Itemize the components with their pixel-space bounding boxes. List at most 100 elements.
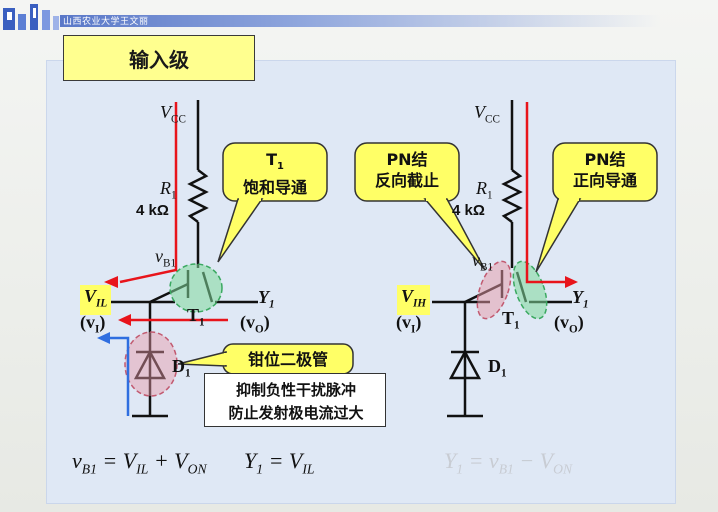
left-vcc-text: V [160, 102, 171, 122]
right-r-label: R1 [476, 178, 493, 202]
right-diode-text: D [488, 356, 501, 376]
right-output-var-label: (vO) [554, 312, 584, 336]
right-diode-sub: 1 [501, 367, 507, 380]
formula-left-e-sub: IL [302, 461, 315, 477]
left-input-text: V [84, 286, 97, 306]
right-output-var-close: ) [577, 312, 584, 332]
left-vb-label: vB1 [155, 246, 176, 270]
callout-forward-line1: PN结 [584, 150, 626, 169]
left-vcc-sub: CC [171, 113, 186, 126]
left-red-current-path [119, 102, 178, 284]
left-vb-text: v [155, 246, 163, 266]
formula-left-a-sub: B1 [81, 461, 97, 477]
right-transistor-text: T [502, 308, 515, 328]
left-r-text: R [160, 178, 171, 198]
left-blue-current-path [108, 336, 130, 416]
formula-left-d-sub: 1 [256, 461, 264, 477]
left-output-label: Y1 [258, 287, 275, 311]
right-forward-junction-highlight [512, 260, 548, 320]
left-input-var-sub: I [95, 323, 100, 336]
left-input-vil-label: VIL [80, 285, 112, 315]
formula-left-c-sub: ON [187, 461, 207, 477]
formula-left-b-sub: IL [136, 461, 149, 477]
callout-forward-text: PN结 正向导通 [553, 149, 657, 191]
left-blue-arrow-head [97, 332, 110, 344]
left-transistor-label: T1 [187, 305, 205, 329]
right-diode-symbol [448, 349, 482, 380]
left-vcc-label: VCC [160, 102, 186, 126]
right-input-text: V [401, 286, 414, 306]
left-diode-label: D1 [172, 356, 191, 380]
left-output-var-label: (vO) [240, 312, 270, 336]
formula-right-b-sub: B1 [498, 461, 514, 477]
callout-t1-shape [217, 142, 328, 263]
callout-reverse-line2: 反向截止 [374, 171, 439, 190]
callout-forward-shape [535, 142, 658, 273]
left-red-arrow-bottom-head [118, 314, 131, 326]
right-vcc-label: VCC [474, 102, 500, 126]
left-output-text: Y [258, 287, 269, 307]
left-input-var-close: ) [99, 312, 106, 332]
callout-t1-sub: 1 [277, 161, 284, 173]
right-vb-sub: B1 [480, 261, 494, 274]
header-school-text: 山西农业大学王文丽 [63, 17, 149, 27]
callout-t1-text: T1 饱和导通 [223, 149, 327, 198]
right-transistor-sub: 1 [514, 319, 520, 332]
right-vb-text: v [472, 250, 480, 270]
left-diode-highlight [124, 331, 178, 397]
right-input-var-label: (vI) [396, 312, 421, 336]
right-output-var-text: (v [554, 312, 569, 332]
callout-reverse-line1: PN结 [386, 150, 428, 169]
left-red-arrow-top [104, 276, 118, 288]
left-diode-symbol [133, 349, 167, 380]
right-output-text: Y [572, 287, 583, 307]
formula-middle: Y1 = VIL [244, 448, 314, 477]
logo-icon [3, 4, 59, 30]
right-red-current-path [525, 102, 566, 284]
callout-forward-line2: 正向导通 [572, 171, 637, 190]
formula-right-b: = v [463, 448, 499, 473]
callout-t1-line1: T1 [223, 149, 327, 177]
right-vcc-sub: CC [485, 113, 500, 126]
right-r-sub: 1 [487, 189, 493, 202]
right-red-arrow-head [565, 276, 578, 288]
callout-t1-t: T [266, 150, 277, 169]
right-input-var-close: ) [415, 312, 422, 332]
header-strip [60, 15, 660, 27]
right-r-value: 4 kΩ [452, 202, 485, 219]
formula-right-a-sub: 1 [456, 461, 464, 477]
formula-left-d: Y [244, 448, 257, 473]
formula-right-a: Y [444, 448, 457, 473]
formula-right-faded: Y1 = vB1 − VON [444, 448, 572, 477]
callout-reverse-text: PN结 反向截止 [355, 149, 459, 191]
formula-right-c: − V [513, 448, 554, 473]
left-transistor-highlight [169, 263, 223, 313]
left-output-sub: 1 [269, 298, 275, 311]
left-input-sub: IL [96, 297, 108, 310]
left-input-var-label: (vI) [80, 312, 105, 336]
left-diode-text: D [172, 356, 185, 376]
right-input-var-sub: I [411, 323, 416, 336]
right-input-vih-label: VIH [397, 285, 431, 315]
right-reverse-junction-highlight [476, 260, 512, 320]
left-transistor-sub: 1 [199, 316, 205, 329]
right-transistor-label: T1 [502, 308, 520, 332]
formula-left-a: v [72, 448, 82, 473]
left-input-var-text: (v [80, 312, 95, 332]
right-output-sub: 1 [583, 298, 589, 311]
left-diode-sub: 1 [185, 367, 191, 380]
callout-diode-text: 钳位二极管 [247, 350, 328, 369]
right-input-sub: IH [413, 297, 427, 310]
formula-left: vB1 = VIL + VON [72, 448, 207, 477]
left-r-value: 4 kΩ [136, 202, 169, 219]
left-output-var-text: (v [240, 312, 255, 332]
right-output-label: Y1 [572, 287, 589, 311]
left-transistor-text: T [187, 305, 200, 325]
right-vcc-text: V [474, 102, 485, 122]
callout-diode-shape [177, 343, 354, 375]
note-line-1: 抑制负性干扰脉冲 [235, 381, 356, 399]
left-output-var-close: ) [263, 312, 270, 332]
formula-left-e: = V [263, 448, 303, 473]
right-vb-label: vB1 [472, 250, 493, 274]
